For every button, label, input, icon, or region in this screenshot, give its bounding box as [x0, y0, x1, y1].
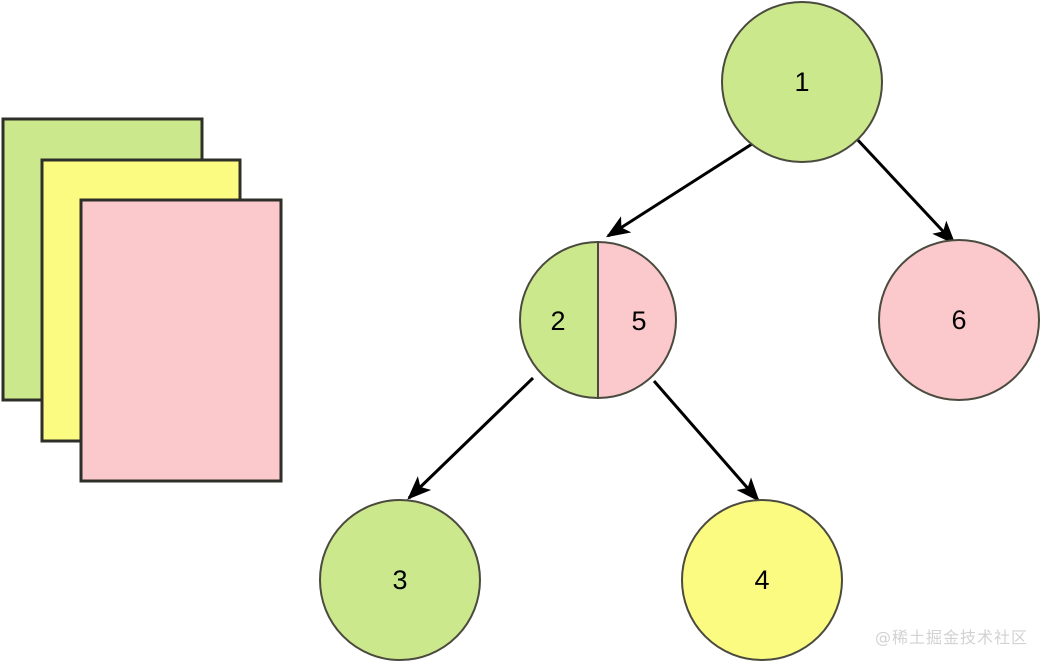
node-25-right-label: 5 — [631, 306, 646, 336]
node-4-label: 4 — [754, 565, 769, 595]
node-25-left-half — [519, 240, 599, 400]
node-3[interactable]: 3 — [319, 499, 481, 661]
stacked-cards — [1, 117, 283, 483]
edge-1-to-6 — [853, 135, 956, 245]
tree-edges — [407, 135, 956, 502]
node-3-label: 3 — [392, 565, 407, 595]
node-6[interactable]: 6 — [878, 239, 1040, 401]
node-25-left-label: 2 — [550, 306, 565, 336]
node-4[interactable]: 4 — [681, 499, 843, 661]
node-1[interactable]: 1 — [721, 1, 883, 163]
node-1-circle — [721, 1, 883, 163]
node-3-circle — [319, 499, 481, 661]
node-4-circle — [681, 499, 843, 661]
edge-1-to-25 — [605, 142, 753, 238]
node-1-label: 1 — [794, 67, 809, 97]
node-6-circle — [878, 239, 1040, 401]
node-6-label: 6 — [951, 305, 966, 335]
watermark: @稀土掘金技术社区 — [874, 628, 1028, 647]
node-25[interactable]: 2 5 — [519, 240, 677, 400]
card-pink — [79, 198, 283, 483]
edge-25-to-3 — [407, 376, 535, 500]
edge-25-to-4 — [652, 380, 760, 502]
node-25-right-half — [597, 240, 677, 400]
